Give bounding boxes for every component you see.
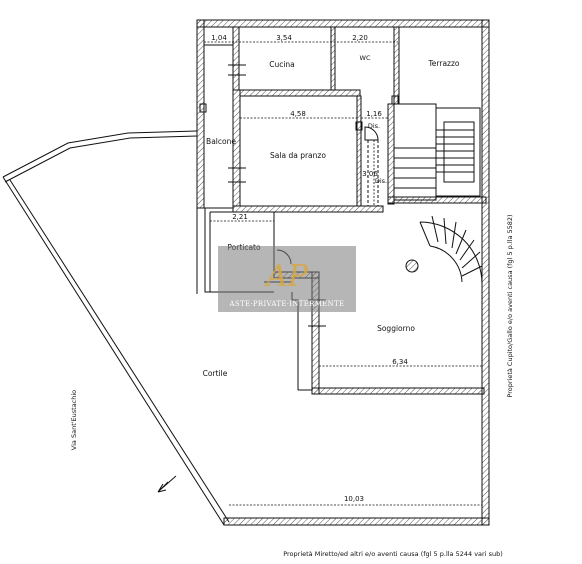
dimension-label: 1,04 [211,34,227,42]
label-dis-2: Dis. [375,177,387,185]
label-cortile: Cortile [203,369,228,378]
watermark-text: ASTE·PRIVATE·INTERMENTE [229,300,345,308]
dimension-lines [204,41,482,506]
dimension-label: 10,03 [344,495,364,503]
watermark-logo: AP [263,259,309,294]
dimension-label: 4,58 [290,110,306,118]
label-cucina: Cucina [269,60,295,69]
label-right-owner: Proprietà Cupito/Gallo e/o aventi causa … [506,214,514,397]
dimension-label: 2,21 [232,213,248,221]
label-dis-1: Dis. [368,122,380,130]
label-balcone: Balcone [206,137,236,146]
label-wc: WC [360,54,371,62]
label-soggiorno: Soggiorno [377,324,415,333]
label-street: Via Sant'Eustachio [70,390,78,450]
label-bottom-owner: Proprietà Miretto/ed altri e/o aventi ca… [283,550,503,558]
dimension-label: 1,16 [366,110,382,118]
dimension-label: 3,06 [362,170,378,178]
dimension-label: 2,20 [352,34,368,42]
dimension-label: 6,34 [392,358,408,366]
label-sala-pranzo: Sala da pranzo [270,151,326,160]
watermark: AP ASTE·PRIVATE·INTERMENTE [218,246,356,312]
label-terrazzo: Terrazzo [427,59,459,68]
dimension-label: 3,54 [276,34,292,42]
